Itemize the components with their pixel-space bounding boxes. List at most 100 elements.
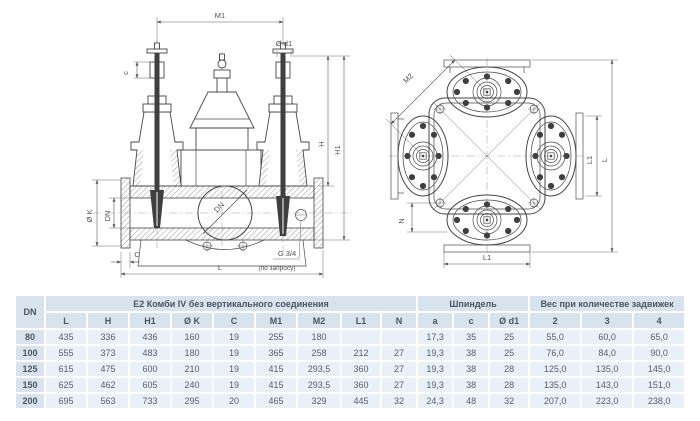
cell <box>342 330 380 344</box>
foot-support <box>137 239 307 267</box>
cell: 27 <box>382 346 417 360</box>
cell: 19 <box>214 346 254 360</box>
dim-n-label: N <box>397 218 406 223</box>
col-header: Ø K <box>172 313 212 328</box>
cell: 32 <box>382 394 417 408</box>
cell: 600 <box>130 362 170 376</box>
cell: 143,0 <box>582 378 633 392</box>
cell: 135,0 <box>530 378 581 392</box>
group-header-spindle: Шпиндель <box>418 296 529 311</box>
cell: 55,0 <box>530 330 581 344</box>
right-valve-bonnet <box>256 42 310 236</box>
cell: 135,0 <box>582 362 633 376</box>
dim-l1-bottom-label: L1 <box>483 253 491 262</box>
cell: 605 <box>130 378 170 392</box>
valve-flange-right <box>525 115 577 197</box>
cell: 207,0 <box>530 394 581 408</box>
cell: 65,0 <box>634 330 685 344</box>
dim-l1-side: L1 <box>585 115 602 197</box>
cell: 365 <box>256 346 296 360</box>
dn-bore-label: DN <box>212 200 226 214</box>
cell: 360 <box>342 362 380 376</box>
col-header: H1 <box>130 313 170 328</box>
foot-bolt-hole <box>200 239 214 253</box>
cell: 38 <box>454 378 489 392</box>
front-view: DN <box>85 11 352 278</box>
dim-g34: G 3/4 <box>273 209 307 260</box>
pipe-body <box>120 177 324 249</box>
cell: 329 <box>298 394 340 408</box>
table-row: 200 695 563 733 295 20 465 329 445 32 24… <box>16 394 685 408</box>
col-header: M1 <box>256 313 296 328</box>
cell: 360 <box>342 378 380 392</box>
dim-m2-label: M2 <box>401 71 415 85</box>
valve-flange-bottom <box>446 194 528 246</box>
dimensions-table: DN Е2 Комби IV без вертикального соедине… <box>14 294 686 410</box>
col-header: c <box>454 313 489 328</box>
dim-h: H <box>292 55 350 187</box>
cell: 19 <box>214 330 254 344</box>
cell: 84,0 <box>582 346 633 360</box>
cell: 48 <box>454 394 489 408</box>
cell: 293,5 <box>298 362 340 376</box>
center-lines-top <box>389 58 585 254</box>
cell: 180 <box>298 330 340 344</box>
foot-bolt-hole <box>236 239 250 253</box>
left-valve-bonnet <box>130 42 184 228</box>
technical-drawings: DN <box>85 11 618 278</box>
cell: 625 <box>46 378 86 392</box>
cell <box>382 330 417 344</box>
dim-d1: Ø d1 <box>276 39 292 57</box>
cell: 27 <box>382 378 417 392</box>
cell: 90,0 <box>634 346 685 360</box>
square-body <box>428 97 546 215</box>
dim-l-label: L <box>218 263 222 272</box>
dim-k: Ø K <box>85 179 121 247</box>
cell: 295 <box>172 394 212 408</box>
cell: 25 <box>490 330 529 344</box>
cell: 373 <box>88 346 128 360</box>
cell: 238,0 <box>634 394 685 408</box>
table-row: 150 625 462 605 240 19 415 293,5 360 27 … <box>16 378 685 392</box>
col-header: N <box>382 313 417 328</box>
dim-g34-label: G 3/4 <box>278 249 296 258</box>
dim-l1-bottom: L1 <box>443 252 531 268</box>
dim-k-label: Ø K <box>85 210 94 223</box>
cell: 20 <box>214 394 254 408</box>
cell: 19 <box>214 362 254 376</box>
cell: 19 <box>214 378 254 392</box>
cell: 35 <box>454 330 489 344</box>
dim-l: L (по запросу) <box>120 250 324 278</box>
cell: 28 <box>490 362 529 376</box>
row-dn: 150 <box>16 378 44 392</box>
cell: 258 <box>298 346 340 360</box>
cell: 436 <box>130 330 170 344</box>
col-header: 2 <box>530 313 581 328</box>
cell: 563 <box>88 394 128 408</box>
cell: 435 <box>46 330 86 344</box>
dim-dn-label: DN <box>103 211 112 222</box>
cell: 695 <box>46 394 86 408</box>
table-column-header-row: L H H1 Ø K C M1 M2 L1 N a c Ø d1 2 3 4 <box>16 313 685 328</box>
cell: 223,0 <box>582 394 633 408</box>
row-dn: 125 <box>16 362 44 376</box>
dim-c-flange: C <box>111 250 140 268</box>
cell: 733 <box>130 394 170 408</box>
cell: 60,0 <box>582 330 633 344</box>
dim-h1: H1 <box>310 55 350 241</box>
dim-c-spindle-label: c <box>121 71 130 75</box>
cell: 125,0 <box>530 362 581 376</box>
dim-c-spindle: c <box>121 61 152 79</box>
cell: 475 <box>88 362 128 376</box>
cell: 151,0 <box>634 378 685 392</box>
cell: 293,5 <box>298 378 340 392</box>
col-header: 3 <box>582 313 633 328</box>
cell: 415 <box>256 378 296 392</box>
col-header: M2 <box>298 313 340 328</box>
cell: 27 <box>382 362 417 376</box>
cell: 17,3 <box>418 330 453 344</box>
cell: 19,3 <box>418 346 453 360</box>
cell: 240 <box>172 378 212 392</box>
col-header: L <box>46 313 86 328</box>
